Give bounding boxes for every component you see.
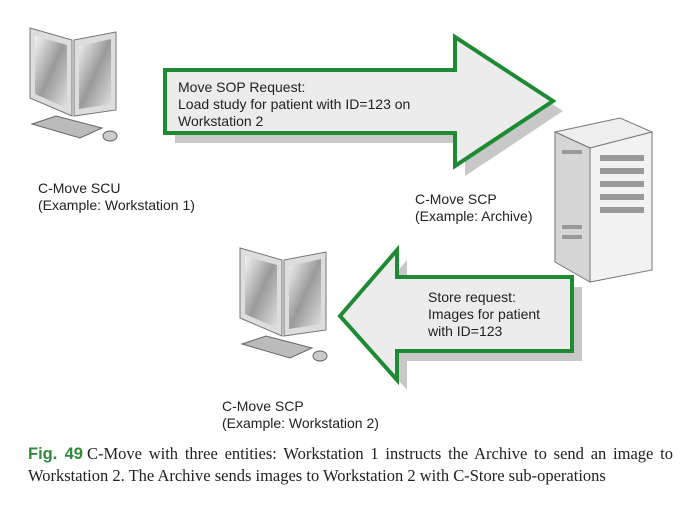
archive-label: C-Move SCP(Example: Archive)	[415, 191, 532, 225]
diagram	[29, 27, 654, 390]
caption-text: C-Move with three entities: Workstation …	[28, 444, 673, 485]
move-request-line: Workstation 2	[178, 113, 264, 129]
workstation-2-icon	[239, 247, 328, 362]
store-request-arrow	[337, 244, 582, 390]
store-request-line: Images for patient	[428, 306, 541, 322]
entity-example: (Example: Archive)	[415, 208, 533, 224]
move-request-line: Load study for patient with ID=123 on	[178, 96, 411, 112]
store-request-line: with ID=123	[428, 323, 503, 339]
move-request-line: Move SOP Request:	[178, 79, 306, 95]
figure-label: Fig. 49	[28, 445, 83, 463]
entity-name: C-Move SCP	[415, 191, 497, 207]
move-request-arrow	[163, 33, 563, 176]
entity-name: C-Move SCP	[222, 398, 304, 414]
entity-example: (Example: Workstation 1)	[38, 197, 195, 213]
entity-name: C-Move SCU	[38, 180, 121, 196]
move-request-label: Move SOP Request:Load study for patient …	[178, 79, 410, 130]
scu-label: C-Move SCU(Example: Workstation 1)	[38, 180, 195, 214]
workstation-1-icon	[29, 27, 118, 142]
entity-example: (Example: Workstation 2)	[222, 415, 379, 431]
ws2-label: C-Move SCP(Example: Workstation 2)	[222, 398, 379, 432]
archive-server-icon	[553, 117, 654, 283]
store-request-line: Store request:	[428, 289, 516, 305]
